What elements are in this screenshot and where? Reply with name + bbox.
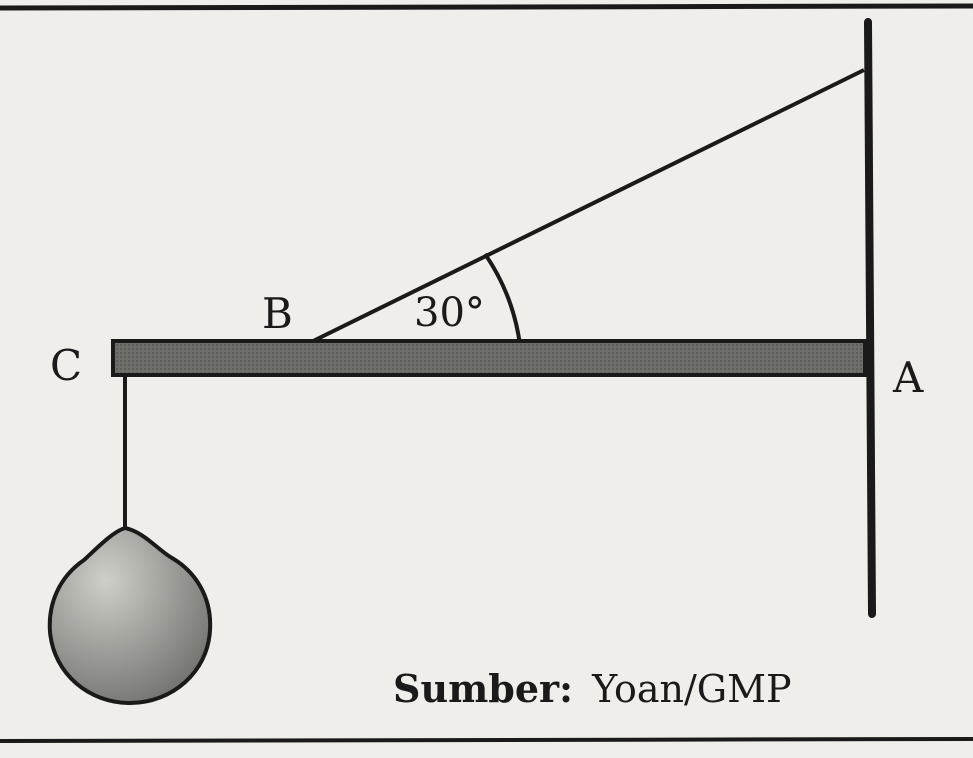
hanging-weight: [47, 525, 213, 706]
label-point-c: C: [50, 341, 82, 390]
wall: [864, 18, 876, 618]
label-angle: 30°: [414, 290, 485, 336]
label-point-b: B: [262, 289, 293, 338]
support-cable: [304, 68, 865, 347]
bottom-border: [0, 737, 973, 743]
label-point-a: A: [892, 353, 924, 402]
credit-source: Yoan/GMP: [591, 667, 791, 711]
angle-arc: [483, 252, 522, 346]
beam: [111, 339, 867, 377]
top-border: [0, 3, 973, 11]
source-credit: Sumber: Yoan/GMP: [393, 666, 792, 711]
credit-prefix: Sumber:: [393, 666, 573, 711]
